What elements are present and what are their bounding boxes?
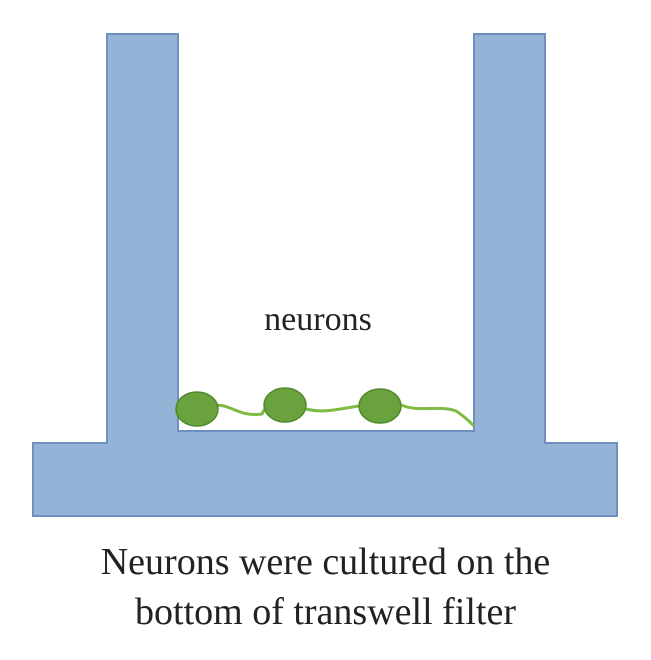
transwell-insert-shape [32,33,618,517]
neurite-line [207,399,476,428]
neuron-2-cell [263,387,307,423]
neuron-1-cell [175,391,219,427]
neuron-3-cell [358,388,402,424]
caption-line-1: Neurons were cultured on the [100,541,551,583]
caption-line-2: bottom of transwell filter [135,591,516,633]
neurons-label: neurons [264,301,372,338]
